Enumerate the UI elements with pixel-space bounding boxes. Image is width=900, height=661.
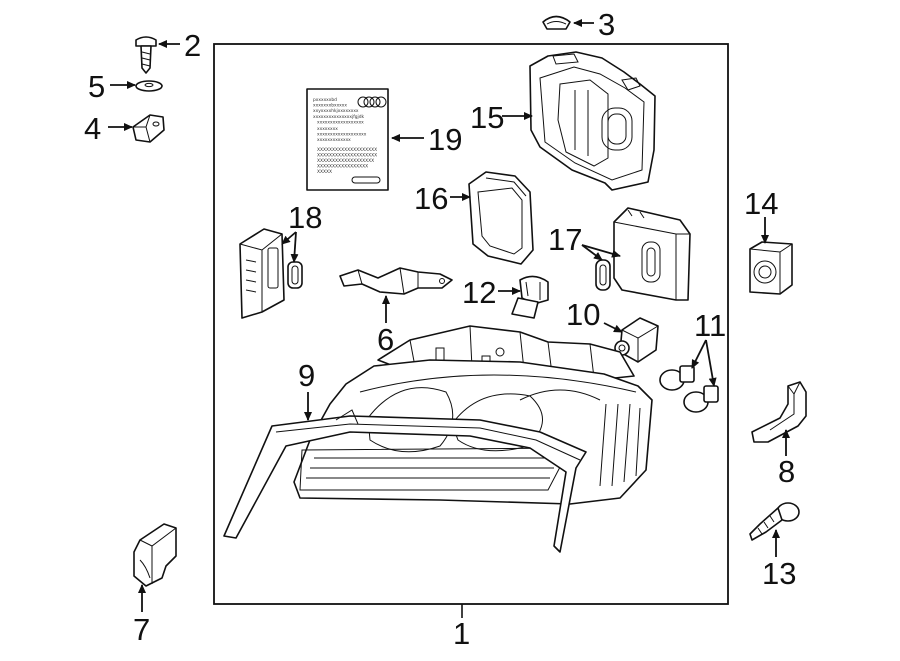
- label-card-line: pxxxxxxbd: [313, 97, 337, 103]
- callout-4: 4: [84, 111, 101, 146]
- part-15-housing-cover: [529, 51, 656, 191]
- part-7-clip: [133, 523, 177, 587]
- part-19-label-card: pxxxxxxbdxxxxxxxbxxxxxxxyxxxxhkjxxxxxxxx…: [306, 88, 389, 191]
- assembly-frame: [213, 43, 729, 605]
- part-18-control-module: [239, 228, 285, 319]
- part-1-headlamp-assembly: [293, 325, 653, 505]
- label-card-line: xxxxxxxx: [317, 127, 338, 132]
- callout-8: 8: [778, 454, 795, 489]
- label-card-line: XXXXXXXXXXXXXXXXXXX: [317, 158, 374, 164]
- part-6-bracket: [339, 267, 453, 295]
- part-17-ballast: [613, 207, 691, 301]
- callout-13: 13: [762, 556, 796, 591]
- callout-3: 3: [598, 7, 615, 42]
- callout-10: 10: [566, 297, 600, 332]
- part-2-screw: [135, 36, 157, 74]
- callout-labels: 2 5 4 3 15 19 16 17 14 18 6 12 10 11 9 8…: [84, 7, 796, 651]
- callout-7: 7: [133, 612, 150, 647]
- part-5-washer: [135, 80, 163, 92]
- callout-17: 17: [548, 222, 582, 257]
- label-card-line: xxxxxxxbxxxxx: [313, 103, 347, 109]
- label-card-line: xxxxxxxxxxxxxxxxxx: [317, 120, 364, 125]
- callout-9: 9: [298, 358, 315, 393]
- callout-5: 5: [88, 69, 105, 104]
- part-12-bulb: [511, 275, 549, 319]
- callout-6: 6: [377, 322, 394, 357]
- part-10-socket: [614, 317, 659, 363]
- part-3-plug: [542, 15, 571, 30]
- label-card-line: xxxxxxxxxxxxx: [317, 138, 351, 143]
- part-18-seal: [287, 261, 303, 289]
- callout-15: 15: [470, 100, 504, 135]
- callout-16: 16: [414, 181, 448, 216]
- label-card-line: xxxxxxxxxxxxxxxxxxx: [317, 133, 367, 138]
- callout-12: 12: [462, 275, 496, 310]
- part-4-clip: [132, 114, 165, 143]
- rings-logo: [357, 96, 387, 108]
- part-11-bulb-b: [683, 385, 719, 413]
- label-card-line: xxxxxxxxxxxxxxxjfgjdk: [313, 114, 365, 120]
- label-card-line: XXXXXXXXXXXXXXXXXXXX: [317, 147, 377, 153]
- callout-18: 18: [288, 200, 322, 235]
- part-17-seal: [595, 259, 611, 291]
- callout-19: 19: [428, 122, 462, 157]
- leader-lines: [108, 19, 790, 618]
- part-11-bulb-a: [659, 365, 695, 391]
- part-16-bezel-ring: [468, 171, 534, 265]
- part-13-screw: [749, 502, 800, 541]
- callout-11: 11: [694, 308, 726, 343]
- callout-2: 2: [184, 28, 201, 63]
- part-8-mount-bracket: [751, 381, 807, 443]
- callout-14: 14: [744, 186, 778, 221]
- label-card-line: XXXXX: [317, 169, 332, 175]
- label-card-line: XXXXXXXXXXXXXXXXX: [317, 164, 368, 170]
- part-9-trim-frame: [223, 409, 587, 553]
- part-14-connector: [749, 241, 793, 295]
- label-card-line: XXXXXXXXXXXXXXXXXXXX: [317, 152, 377, 158]
- callout-1: 1: [453, 616, 470, 651]
- label-card-line: xxyxxxxhkjxxxxxxxx: [313, 108, 359, 114]
